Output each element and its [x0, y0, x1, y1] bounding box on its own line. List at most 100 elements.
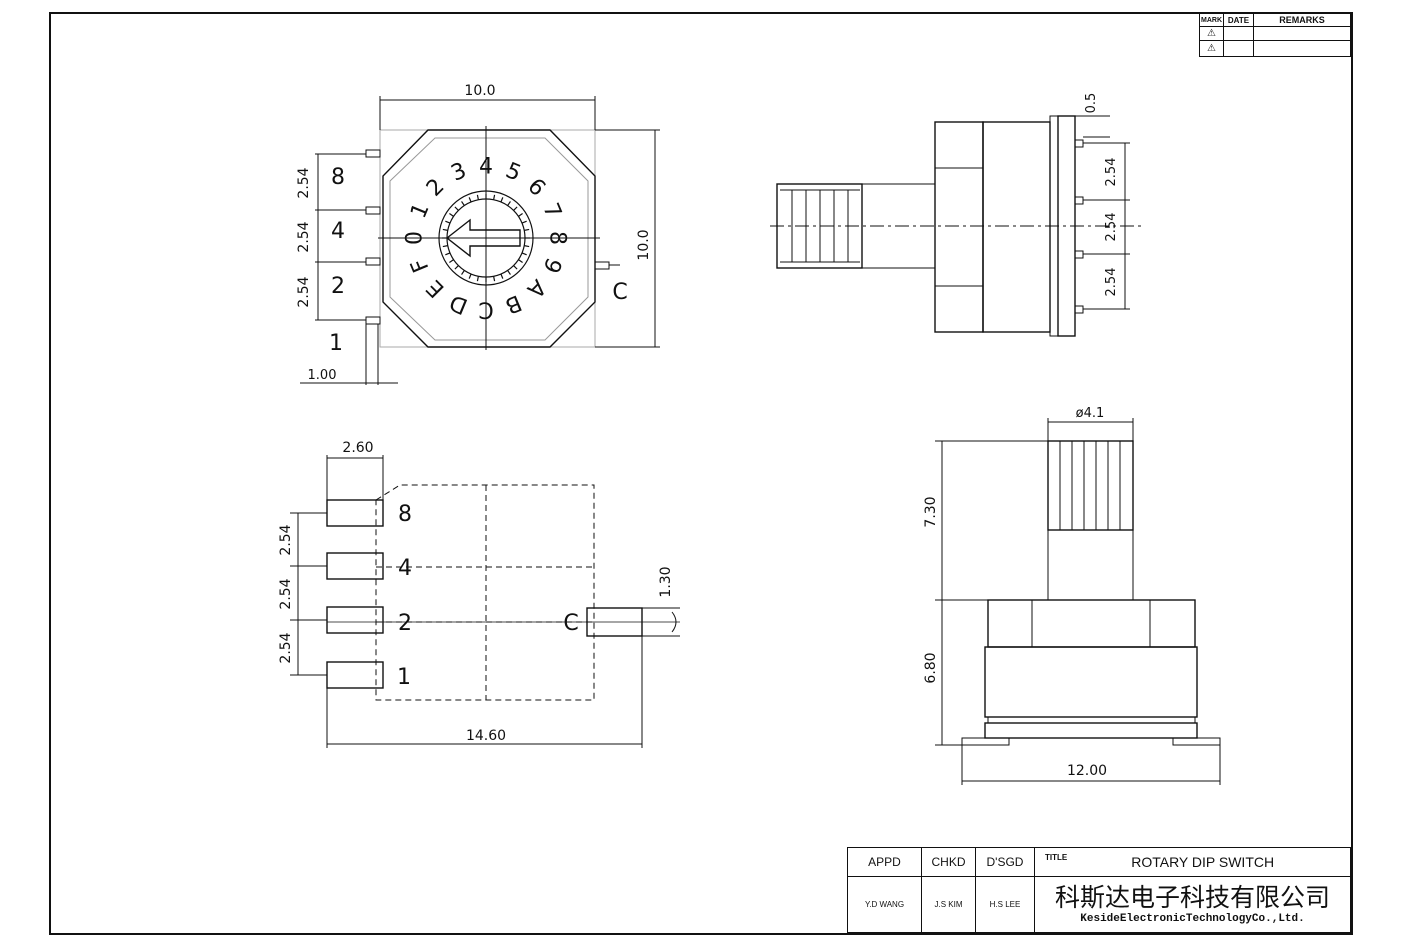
profile-shaft [1047, 529, 1134, 601]
rev-mark-2: ⚠ [1199, 40, 1224, 57]
dial-tooth [518, 259, 523, 263]
dial-tooth [500, 197, 504, 203]
dial-position-label: 2 [422, 174, 450, 202]
front-pin-2 [365, 257, 381, 266]
dial-tooth [476, 276, 479, 282]
side-pitch-dim-3: 2.54 [1104, 268, 1119, 297]
company-name-en: KesideElectronicTechnologyCo.,Ltd. [1080, 912, 1305, 925]
dial-position-label: F [406, 255, 434, 276]
dial-tooth [518, 213, 523, 217]
dial-position-label: 1 [406, 200, 434, 223]
front-pin-c [594, 261, 610, 270]
front-width-dim: 10.0 [464, 83, 495, 99]
footprint-pin-label-2: 2 [398, 611, 412, 636]
front-pin-label-4: 4 [331, 219, 345, 244]
profile-lead-right [1172, 737, 1221, 746]
dial-position-label: 8 [545, 231, 570, 245]
dial-position-label: 3 [448, 158, 471, 186]
profile-collar [987, 599, 1196, 648]
front-pitch-dim-2: 2.54 [296, 221, 312, 252]
dial-tooth [445, 252, 451, 256]
dial-position-label: C [478, 297, 493, 322]
side-pitch-dim-1: 2.54 [1104, 158, 1119, 187]
name-dsgd: H.S LEE [975, 876, 1035, 933]
footprint-pad-width-dim: 2.60 [342, 440, 373, 456]
dial-tooth [461, 201, 465, 206]
front-pin-1 [365, 316, 381, 325]
side-view-labels: 0.5 2.54 2.54 2.54 [1084, 93, 1119, 297]
profile-lead-left [961, 737, 1010, 746]
dial-ring-outer [438, 190, 534, 286]
dial-position-label: A [522, 274, 550, 302]
dial-tooth [524, 245, 530, 248]
side-pin [1074, 250, 1084, 259]
title-cell: TITLE ROTARY DIP SWITCH [1034, 847, 1351, 877]
drawing-title: ROTARY DIP SWITCH [1131, 854, 1275, 870]
front-pitch-dim-1: 2.54 [296, 167, 312, 198]
dial-position-label: E [422, 274, 450, 302]
footprint-pin-label-1: 1 [397, 665, 411, 690]
side-top-dim: 0.5 [1084, 93, 1099, 114]
rev-remarks-2 [1253, 40, 1351, 57]
dial-position-label: 0 [403, 231, 428, 245]
footprint-pitch-dim-1: 2.54 [278, 524, 294, 555]
dial-tooth [513, 206, 518, 211]
profile-base-width-dim: 12.00 [1067, 763, 1107, 779]
dial-tooth [454, 206, 459, 211]
rev-header-date: DATE [1223, 13, 1254, 27]
title-label-appd: APPD [847, 847, 922, 877]
company-name-cn: 科斯达电子科技有限公司 [1054, 882, 1330, 912]
rev-date-2 [1223, 40, 1254, 57]
dial-arrow-icon [445, 218, 521, 258]
profile-base [984, 722, 1198, 739]
footprint-view [290, 455, 680, 748]
dial-tooth [500, 273, 504, 279]
profile-plate [987, 716, 1196, 724]
dial-tooth [468, 273, 472, 279]
profile-shaft-height-dim: 7.30 [923, 496, 939, 527]
footprint-labels: 2.60 2.54 2.54 2.54 8 4 2 1 C 1.30 14.60 [278, 440, 674, 744]
pad-8 [326, 499, 384, 527]
dial-position-label: D [446, 289, 471, 319]
pad-4 [326, 552, 384, 580]
dial-tooth [449, 213, 454, 217]
title-label: TITLE [1045, 853, 1068, 862]
side-pin [1074, 139, 1084, 148]
dial-tooth [513, 265, 518, 270]
side-collar [934, 121, 984, 333]
side-housing [982, 121, 1051, 333]
footprint-pitch-dim-3: 2.54 [278, 632, 294, 663]
dial-position-label: 5 [502, 158, 525, 186]
front-pin-label-c: C [612, 280, 627, 305]
rev-header-remarks: REMARKS [1253, 13, 1351, 27]
front-pin-offset-dim: 1.00 [308, 368, 337, 383]
footprint-pad-height-dim: 1.30 [658, 566, 674, 597]
pad-1 [326, 661, 384, 689]
front-octagon-inner [389, 137, 589, 341]
side-view [770, 115, 1145, 337]
dial-tooth [461, 270, 465, 275]
front-pin-8 [365, 149, 381, 158]
dial-position-label: 7 [537, 200, 565, 223]
dial-tooth [521, 252, 527, 256]
rev-mark-1: ⚠ [1199, 26, 1224, 41]
front-octagon [382, 129, 596, 348]
title-label-dsgd: D'SGD [975, 847, 1035, 877]
dial-teeth [442, 194, 530, 282]
footprint-pin-label-4: 4 [398, 556, 412, 581]
footprint-pin-label-8: 8 [398, 502, 412, 527]
dial-tooth [449, 259, 454, 263]
footprint-pin-label-c: C [563, 611, 578, 636]
front-view [300, 96, 660, 385]
dial-tooth [445, 220, 451, 224]
side-pin [1074, 305, 1084, 314]
pad-2 [326, 606, 384, 634]
dial-tooth [493, 194, 496, 200]
dial-tooth [521, 220, 527, 224]
dial-position-label: 6 [522, 174, 550, 202]
rev-remarks-1 [1253, 26, 1351, 41]
front-pin-label-8: 8 [331, 165, 345, 190]
footprint-total-length-dim: 14.60 [466, 728, 506, 744]
